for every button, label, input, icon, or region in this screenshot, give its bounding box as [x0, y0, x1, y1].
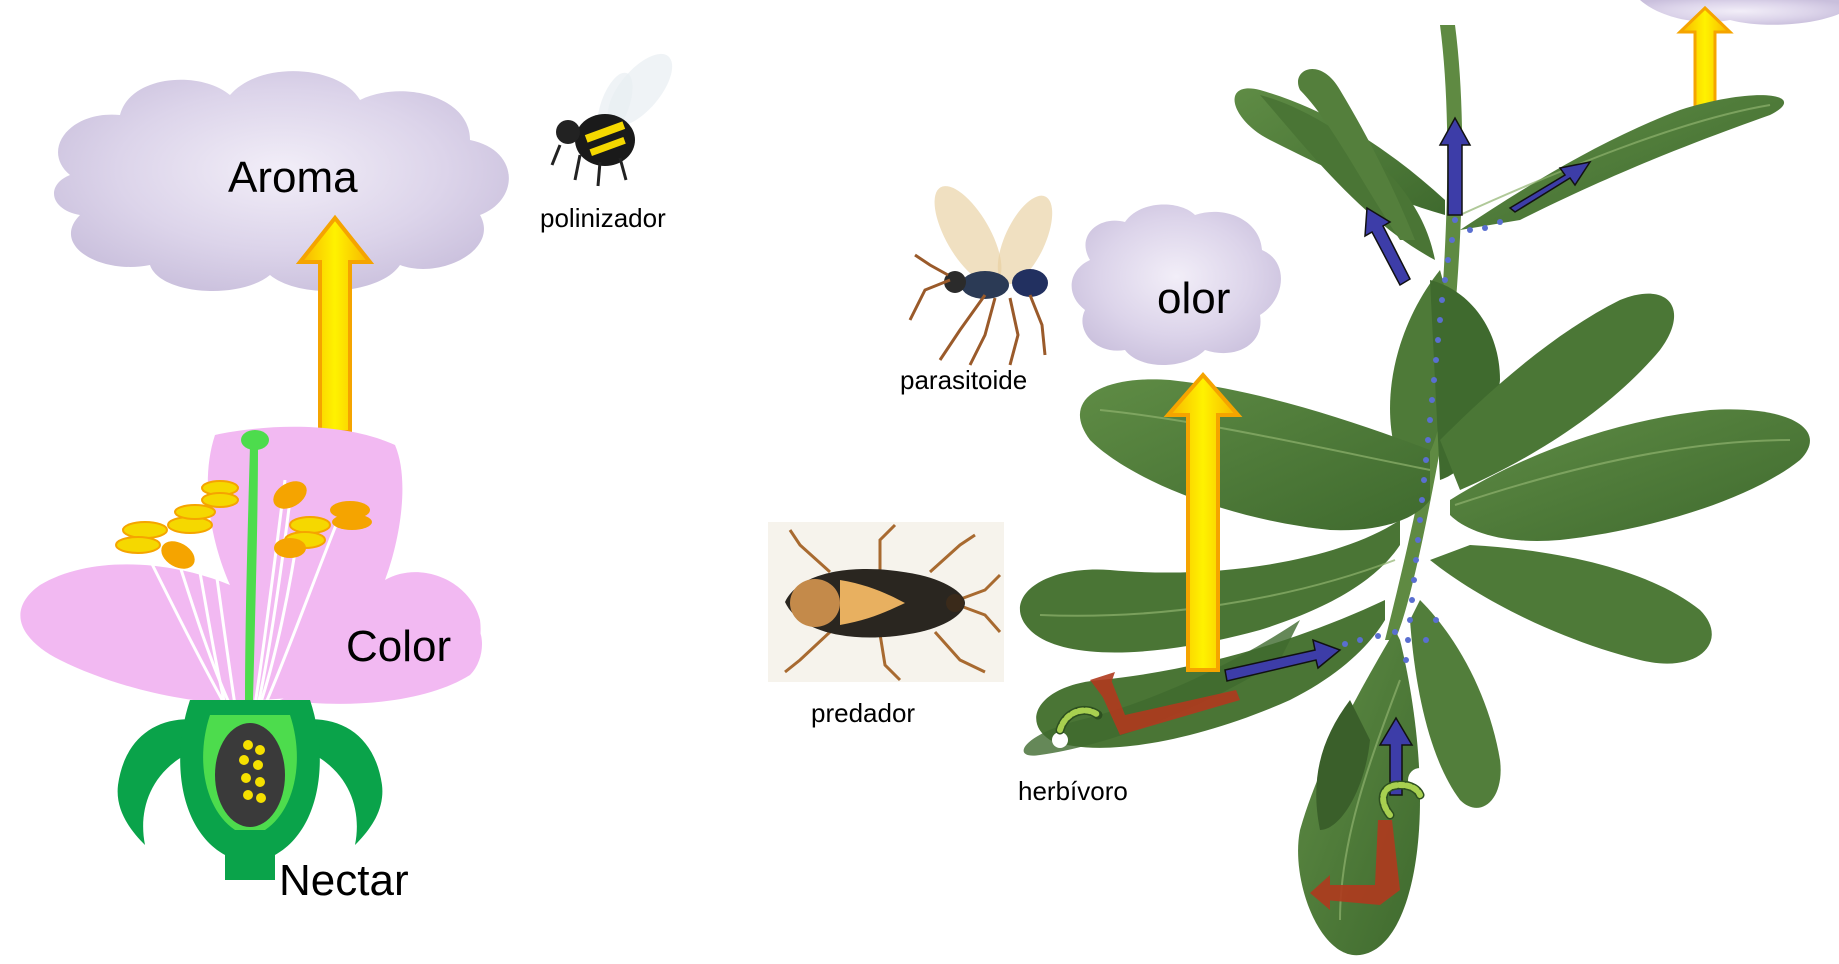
color-label: Color: [346, 622, 451, 671]
pollinator-label: polinizador: [540, 203, 666, 233]
aroma-arrow: [300, 218, 370, 432]
olor-label: olor: [1157, 274, 1230, 323]
bee-icon: [552, 43, 684, 186]
parasitoid-wasp-icon: [910, 176, 1063, 365]
aroma-label: Aroma: [228, 153, 358, 202]
predator-label: predador: [811, 698, 915, 728]
predator-bug-icon: [768, 522, 1004, 682]
stigma: [241, 430, 269, 450]
leaf: [1080, 379, 1430, 530]
herbivore-label: herbívoro: [1018, 776, 1128, 806]
parasitoid-label: parasitoide: [900, 365, 1027, 395]
leaf: [1460, 95, 1784, 230]
leaf: [1430, 545, 1712, 664]
nectar-label: Nectar: [279, 856, 409, 905]
plant: [1020, 25, 1810, 955]
petal-left: [20, 435, 262, 703]
top-cloud: [1640, 0, 1839, 25]
